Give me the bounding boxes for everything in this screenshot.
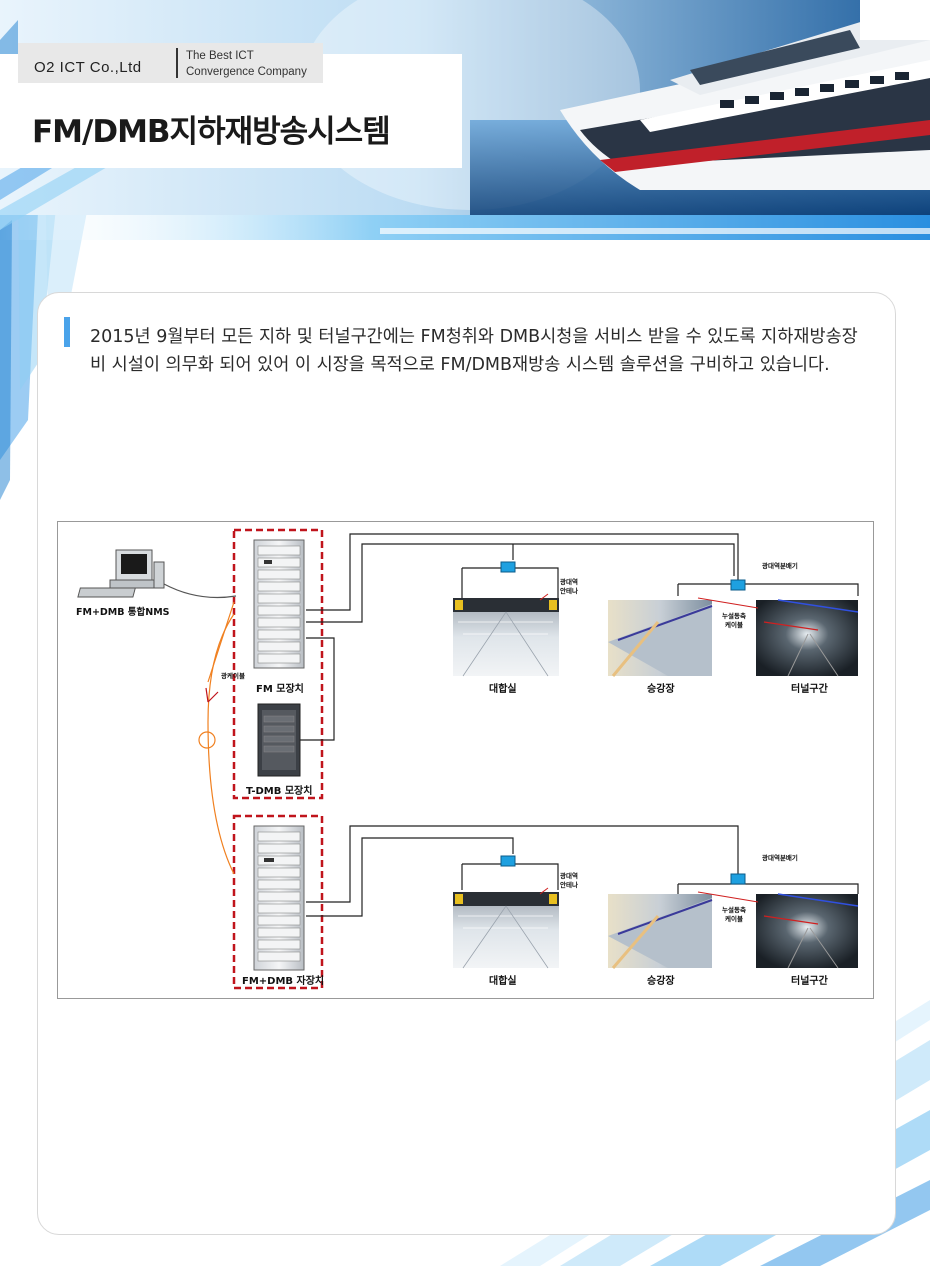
company-box: O2 ICT Co.,Ltd The Best ICT Convergence … (18, 43, 323, 83)
lower-antenna-label-1: 광대역 (560, 872, 578, 880)
lower-leaky-label: 누설동축 케이블 (722, 906, 746, 924)
lower-leaky-label-1: 누설동축 (722, 906, 746, 914)
lower-splitter-2 (730, 873, 746, 885)
upper-photo-concourse (453, 598, 559, 677)
fm-master-label: FM 모장치 (256, 684, 304, 695)
upper-splitter-1 (500, 561, 516, 573)
lower-photo2-label: 승강장 (647, 976, 675, 987)
upper-photo1-label: 대합실 (489, 684, 517, 695)
upper-photo3-label: 터널구간 (791, 684, 828, 695)
optical-cable (198, 601, 235, 875)
upper-photo-platform (608, 600, 713, 677)
system-diagram: FM+DMB 통합NMS FM 모장치 T-DMB 모장치 FM+DMB 자장치… (57, 521, 874, 999)
lower-splitter-label: 광대역분배기 (762, 854, 798, 862)
lower-splitter-1 (500, 855, 516, 867)
upper-antenna-label-1: 광대역 (560, 578, 578, 586)
upper-photo-tunnel (756, 599, 859, 677)
upper-splitter-label: 광대역분배기 (762, 562, 798, 570)
upper-leaky-label-2: 케이블 (724, 621, 743, 629)
upper-antenna-label-2: 안테나 (560, 587, 578, 595)
upper-photo2-label: 승강장 (647, 684, 675, 695)
upper-splitter-2 (730, 579, 746, 591)
page-title: FM/DMB지하재방송시스템 (32, 114, 391, 150)
optical-cable-label: 광케이블 (221, 672, 245, 680)
slave-label: FM+DMB 자장치 (242, 976, 325, 987)
fm-dmb-slave-rack (253, 825, 305, 971)
tdmb-master-rack (257, 703, 301, 777)
lower-photo-tunnel (756, 893, 859, 969)
intro-paragraph: 2015년 9월부터 모든 지하 및 터널구간에는 FM청취와 DMB시청을 서… (90, 327, 858, 375)
nms-computer-icon (77, 549, 165, 598)
lower-leaky-label-2: 케이블 (724, 915, 743, 923)
upper-leaky-label: 누설동축 케이블 (722, 612, 746, 630)
accent-bar (64, 317, 70, 347)
company-name: O2 ICT Co.,Ltd (34, 59, 142, 76)
lower-photo1-label: 대합실 (489, 976, 517, 987)
lower-connections (306, 825, 859, 917)
diagram-graphics (77, 528, 859, 990)
lower-antenna-label: 광대역 안테나 (560, 872, 578, 890)
tdmb-master-label: T-DMB 모장치 (246, 786, 313, 797)
lower-antenna-label-2: 안테나 (560, 881, 578, 889)
lower-photo3-label: 터널구간 (791, 976, 828, 987)
upper-antenna-label: 광대역 안테나 (560, 578, 578, 596)
fm-master-rack (253, 539, 305, 669)
lower-photo-platform (608, 894, 713, 969)
upper-leaky-label-1: 누설동축 (722, 612, 746, 620)
nms-label: FM+DMB 통합NMS (76, 607, 170, 618)
lower-photo-concourse (453, 892, 559, 969)
tagline-line-1: The Best ICT (186, 50, 254, 62)
company-tagline: The Best ICT Convergence Company (176, 48, 307, 78)
tagline-line-2: Convergence Company (186, 66, 307, 78)
